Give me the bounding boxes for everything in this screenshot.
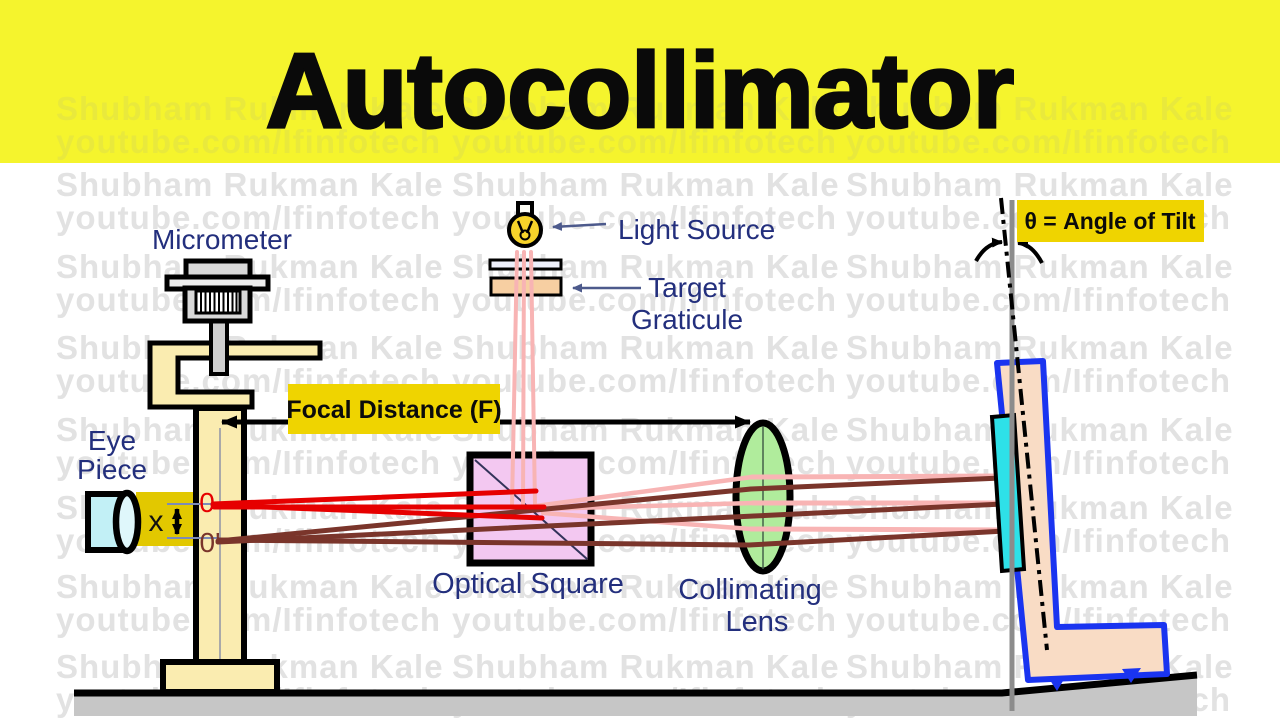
angle-of-tilt-box [1017, 200, 1204, 242]
watermark-text: Shubham Rukman Kale [56, 568, 444, 605]
title-banner [0, 0, 1280, 163]
watermark-text: youtube.com/Ifinfotech [452, 362, 837, 399]
focal-distance-group: Focal Distance (F) [221, 384, 751, 434]
watermark-text: Shubham Rukman Kale [56, 166, 444, 203]
tilt-axis-line [999, 197, 1049, 651]
tilt-angle-arrow-left [974, 237, 1003, 263]
watermark-text: Shubham Rukman Kale [452, 90, 840, 127]
collimating-label-line2: Lens [726, 606, 789, 638]
image-rays [210, 488, 547, 521]
watermark-text: youtube.com/Ifinfotech [56, 123, 441, 160]
reflector-assembly: θ = Angle of Tilt [974, 197, 1204, 711]
collimated-rays [748, 473, 1007, 533]
ground-surface [74, 678, 1197, 716]
watermark-text: youtube.com/Ifinfotech [56, 601, 441, 638]
scale-zero-label: 0 [199, 487, 215, 518]
watermark-text: Shubham Rukman Kale [846, 90, 1234, 127]
scale-zero-prime-label: 0' [200, 527, 221, 558]
watermark-text: Shubham Rukman Kale [452, 648, 840, 685]
watermark-text: youtube.com/Ifinfotech [846, 281, 1231, 318]
micrometer-scale-ticks [200, 292, 238, 312]
clamp-bracket [147, 340, 323, 410]
watermark-text: Shubham Rukman Kale [452, 166, 840, 203]
watermark-text: youtube.com/Ifinfotech [56, 199, 441, 236]
source-rays [510, 250, 537, 509]
micrometer-label: Micrometer [152, 224, 292, 255]
micrometer-spindle [209, 316, 229, 376]
focal-distance-box [288, 384, 500, 434]
watermark-text: youtube.com/Ifinfotech [452, 601, 837, 638]
light-source-pointer [552, 221, 607, 231]
watermark-text: youtube.com/Ifinfotech [452, 123, 837, 160]
watermark-text: Shubham Rukman Kale [846, 166, 1234, 203]
optical-square-label: Optical Square [432, 568, 624, 600]
light-source-group: Light Source [507, 201, 775, 248]
bulb-filament-loop [519, 229, 531, 241]
eyepiece-group: Eye Piece x 0 0' [77, 425, 220, 558]
watermark-text: Shubham Rukman Kale [452, 568, 840, 605]
target-graticule-group: Target Graticule [488, 258, 743, 335]
watermark-text: youtube.com/Ifinfotech [56, 444, 441, 481]
stand-base [160, 659, 280, 695]
tilt-angle-arrow-right [1017, 238, 1044, 264]
bracket-foot-right [1122, 668, 1141, 683]
reflector-bracket [994, 358, 1170, 683]
micrometer-assembly: Micrometer [147, 224, 323, 695]
eyepiece-label-line2: Piece [77, 454, 147, 485]
bracket-foot-left [1048, 676, 1066, 691]
page-title: Autocollimator [266, 32, 1014, 150]
light-source-label: Light Source [618, 214, 775, 245]
reflected-rays-right [746, 475, 1008, 548]
collimating-label-line1: Collimating [678, 574, 821, 606]
eyepiece-label-line1: Eye [88, 425, 136, 456]
collimating-lens-group: Collimating Lens [678, 419, 822, 638]
target-graticule-plate [489, 276, 563, 297]
target-label-line1: Target [648, 272, 726, 303]
eyepiece-lens [112, 489, 142, 555]
focal-distance-label: Focal Distance (F) [286, 396, 501, 424]
angle-of-tilt-label: θ = Angle of Tilt [1024, 208, 1195, 234]
reflector-mirror [989, 412, 1027, 574]
watermark-text: Shubham Rukman Kale [846, 248, 1234, 285]
target-label-line2: Graticule [631, 304, 743, 335]
watermark-text: Shubham Rukman Kale [56, 90, 444, 127]
displacement-label: x [149, 505, 164, 538]
ray-layer [210, 250, 1008, 548]
watermark-text: youtube.com/Ifinfotech [846, 123, 1231, 160]
